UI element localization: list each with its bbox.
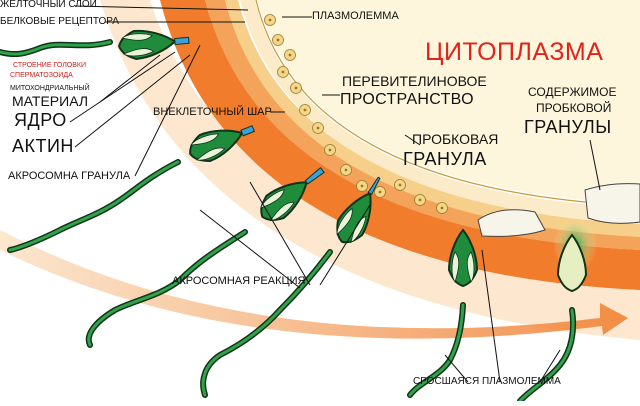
- label-perivitelline-1: ПЕРЕВИТЕЛИНОВОЕ: [342, 73, 487, 89]
- label-mito-1: МИТОХОНДРИАЛЬНЫЙ: [10, 85, 90, 92]
- label-cortical-granule-1: ПРОБКОВАЯ: [412, 131, 499, 147]
- direction-arrow: [0, 230, 628, 339]
- label-plasmalemma: ПЛАЗМОЛЕММА: [312, 10, 399, 22]
- leader-lines: [69, 5, 601, 383]
- label-nucleus: ЯДРО: [14, 110, 67, 130]
- label-yolk-layer: ЖЁЛТОЧНЫЙ СЛОЙ: [0, 0, 97, 10]
- cortical-granule-core: [288, 53, 292, 57]
- label-perivitelline-2: ПРОСТРАНСТВО: [340, 91, 474, 108]
- sperm-3: [252, 166, 325, 229]
- label-cytoplasm: ЦИТОПЛАЗМА: [425, 38, 604, 66]
- label-acrosome-reaction: АКРОСОМНАЯ РЕАКЦИЯ: [172, 275, 306, 287]
- plasmalemma-line: [255, 0, 640, 207]
- sperm-4: [328, 176, 384, 250]
- cortical-granule-core: [440, 206, 444, 210]
- cortical-granule-core: [276, 38, 280, 42]
- sperm-6: [556, 233, 588, 293]
- cortical-granule-core: [344, 168, 348, 172]
- cortical-granule-core: [303, 108, 307, 112]
- cortical-granule-core: [328, 148, 332, 152]
- cortical-granule-core: [316, 126, 320, 130]
- cortical-granule-core: [398, 183, 402, 187]
- label-extracellular-ball: ВНЕКЛЕТОЧНЫЙ ШАР: [153, 106, 272, 118]
- perivitelline-space: [240, 0, 640, 224]
- label-acrosome-granule: АКРОСОМНА ГРАНУЛА: [8, 170, 131, 182]
- label-head-structure-2: СПЕРМАТОЗОИДА: [10, 72, 73, 79]
- label-fused-plasmalemma: СРОСШАЯСЯ ПЛАЗМОЛЕММА: [413, 376, 561, 387]
- cortical-granule-core: [418, 198, 422, 202]
- cortical-granule-core: [294, 86, 298, 90]
- cytoplasm: [258, 0, 640, 204]
- membrane-layer: [225, 0, 640, 237]
- label-cortical-granule-2: ГРАНУЛА: [403, 149, 487, 169]
- label-contents-1: СОДЕРЖИМОЕ: [528, 85, 617, 99]
- label-protein-receptor: БЕЛКОВЫЕ РЕЦЕПТОРА: [0, 16, 119, 27]
- label-head-structure-1: СТРОЕНИЕ ГОЛОВКИ: [13, 62, 87, 69]
- sperm-1: [116, 26, 190, 62]
- cortical-granules: [264, 14, 448, 214]
- label-contents-3: ГРАНУЛЫ: [524, 117, 612, 137]
- cortical-granule-core: [268, 18, 272, 22]
- sperm-2: [183, 119, 255, 168]
- granule-release-1: [477, 209, 546, 237]
- label-contents-2: ПРОБКОВОЙ: [536, 101, 612, 115]
- label-actin: АКТИН: [12, 136, 74, 156]
- sperm-tails-highlight: [0, 40, 575, 403]
- cortical-granule-core: [360, 184, 364, 188]
- cortical-granule-core: [378, 190, 382, 194]
- label-mito-2: МАТЕРИАЛ: [12, 93, 89, 109]
- cortical-granule-core: [281, 70, 285, 74]
